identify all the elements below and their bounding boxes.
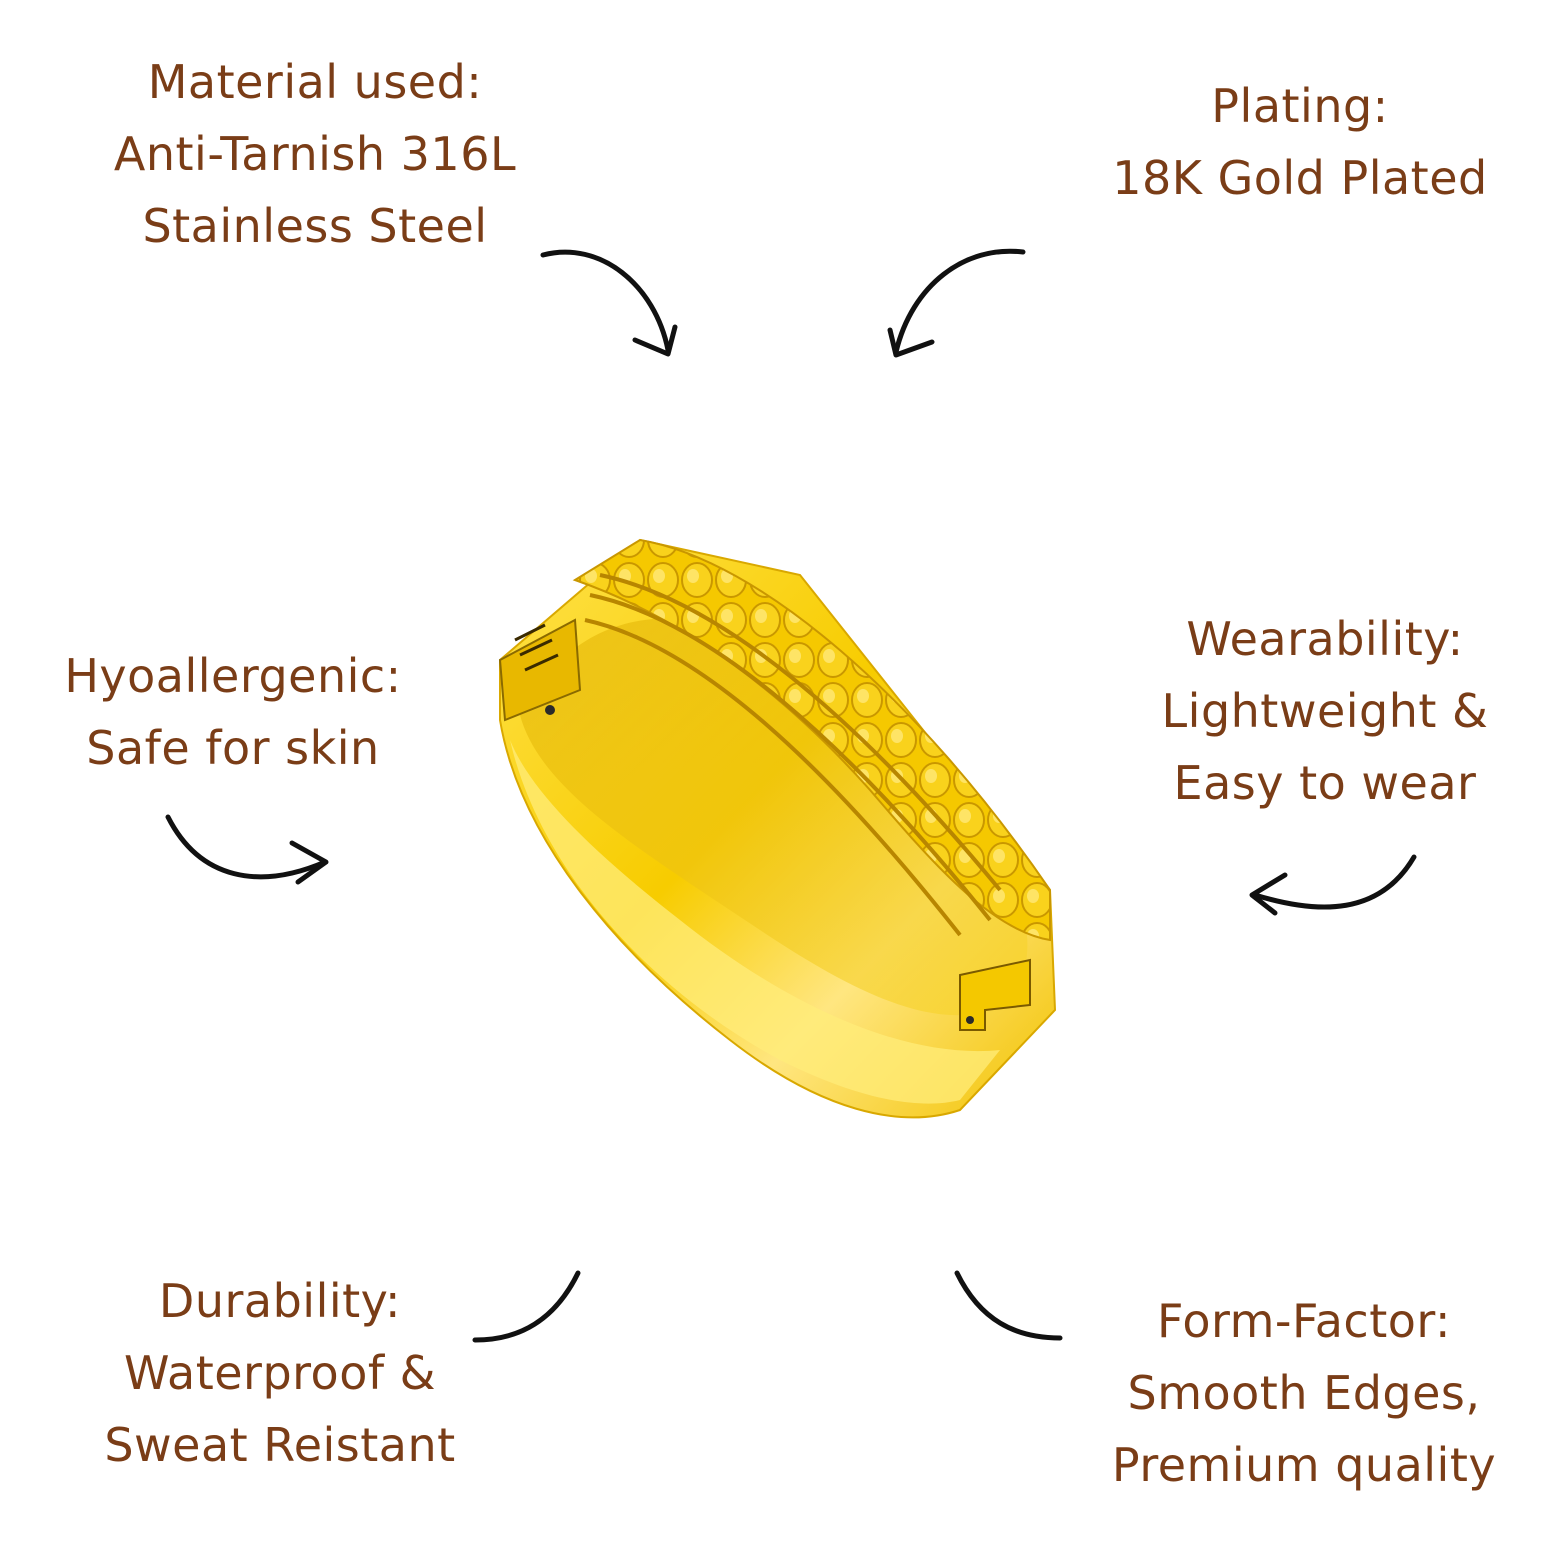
feature-durability: Durability: Waterproof & Sweat Reistant (30, 1265, 530, 1481)
arrow-icon (165, 814, 329, 885)
feature-material: Material used: Anti-Tarnish 316L Stainle… (40, 46, 590, 262)
feature-line: Easy to wear (1173, 756, 1477, 810)
feature-line: Waterproof & (123, 1346, 437, 1400)
feature-heading: Plating: (1211, 79, 1389, 133)
feature-wearability: Wearability: Lightweight & Easy to wear (1095, 603, 1555, 819)
feature-line: Anti-Tarnish 316L (113, 127, 517, 181)
feature-heading: Hyoallergenic: (64, 649, 402, 703)
arrow-icon (887, 248, 1026, 358)
feature-line: Premium quality (1111, 1438, 1497, 1492)
feature-line: Sweat Reistant (104, 1418, 456, 1472)
feature-heading: Form-Factor: (1157, 1294, 1451, 1348)
feature-line: Smooth Edges, (1127, 1366, 1481, 1420)
arrow-icon (540, 249, 678, 357)
curve-line-icon (954, 1270, 1063, 1341)
feature-form-factor: Form-Factor: Smooth Edges, Premium quali… (1045, 1285, 1563, 1501)
feature-line: Lightweight & (1161, 684, 1489, 738)
curve-line-icon (472, 1270, 581, 1343)
feature-heading: Wearability: (1186, 612, 1464, 666)
feature-plating: Plating: 18K Gold Plated (1020, 70, 1563, 214)
feature-line: Stainless Steel (142, 199, 488, 253)
arrow-icon (1249, 854, 1417, 916)
bangle-image (498, 538, 1057, 1119)
feature-hypoallergenic: Hyoallergenic: Safe for skin (0, 640, 466, 784)
feature-line: 18K Gold Plated (1112, 151, 1488, 205)
feature-heading: Durability: (158, 1274, 402, 1328)
feature-line: Safe for skin (86, 721, 380, 775)
feature-heading: Material used: (147, 55, 483, 109)
